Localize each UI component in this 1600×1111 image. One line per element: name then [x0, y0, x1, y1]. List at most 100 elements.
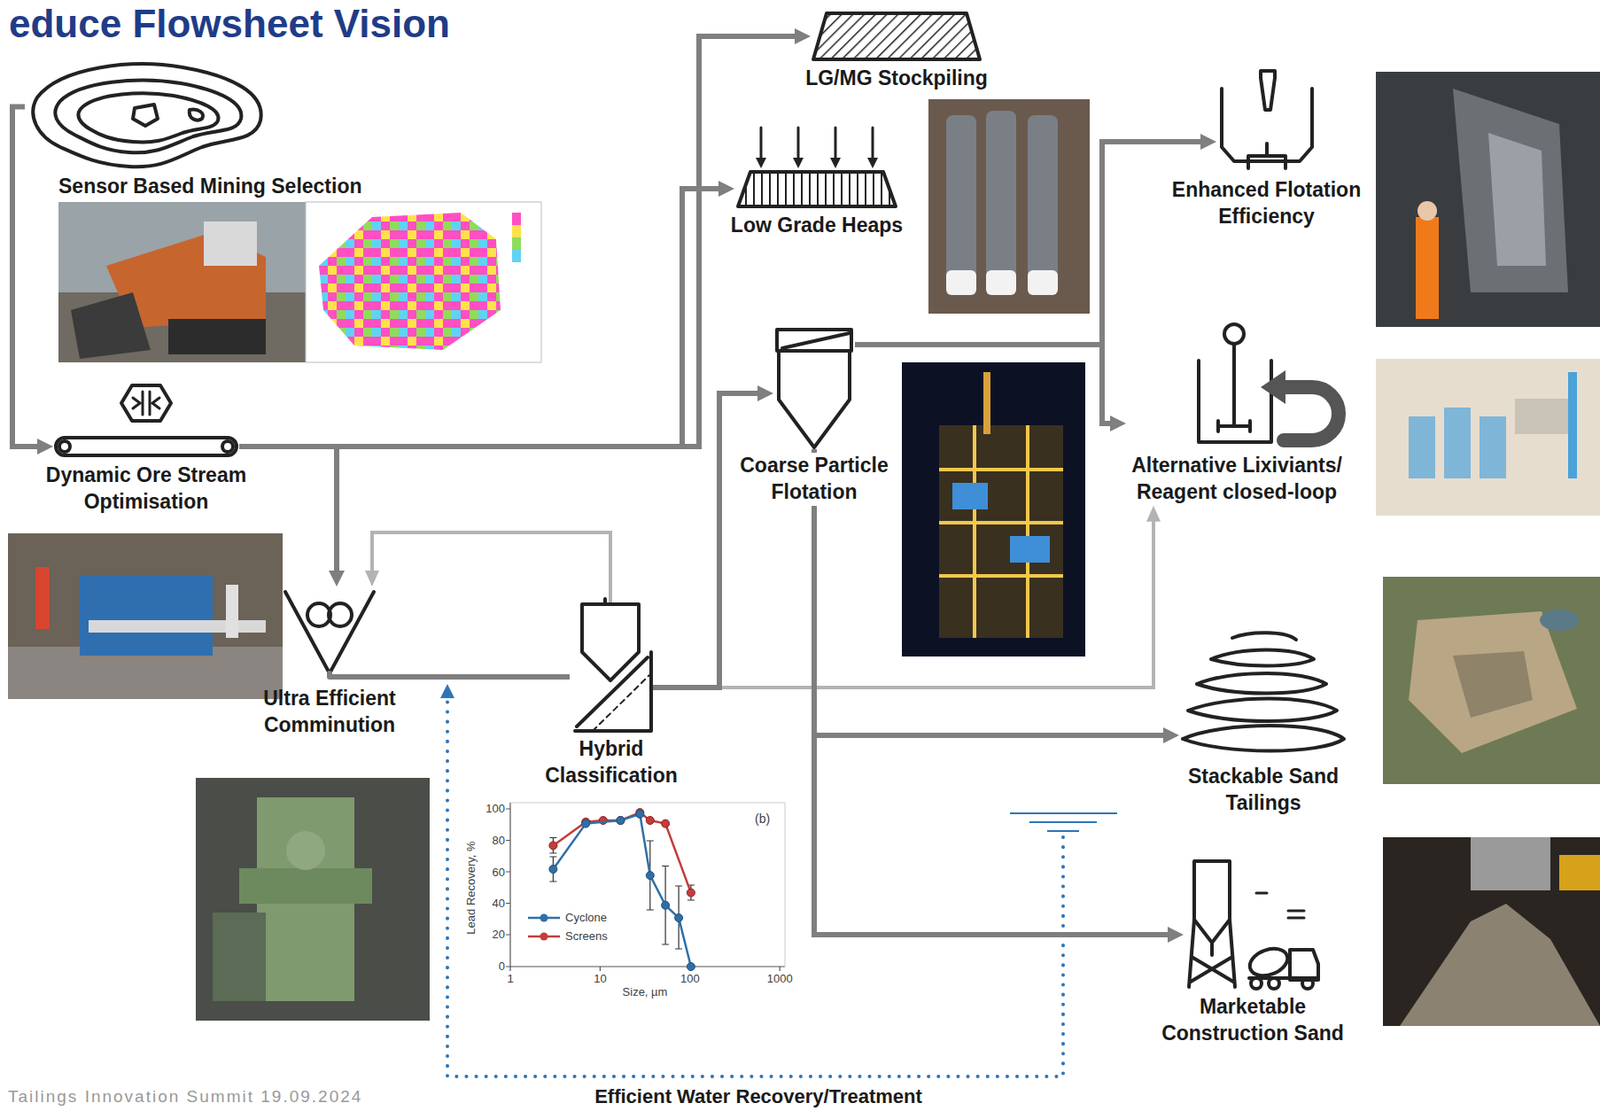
process-node: Low Grade Heaps: [734, 127, 900, 210]
node-icon: [761, 127, 873, 162]
reagent-plant-render: [1444, 407, 1471, 479]
column-photo: [928, 99, 1090, 314]
recovery-chart: [616, 816, 625, 825]
node-label: Alternative Lixiviants/ Reagent closed-l…: [1126, 452, 1348, 506]
flow-connector: [239, 28, 811, 447]
chart-label: (b): [754, 811, 782, 826]
node-icon: [1260, 70, 1275, 110]
cpf-plant-photo: [983, 372, 991, 435]
process-node: Alternative Lixiviants/ Reagent closed-l…: [1126, 321, 1348, 506]
recovery-chart: [549, 838, 695, 901]
node-icon: [1182, 632, 1344, 751]
node-icon: [737, 171, 896, 207]
node-label: Stackable Sand Tailings: [1174, 763, 1352, 817]
chart-label: 20: [478, 927, 505, 942]
node-icon: [55, 385, 237, 456]
node-icon: [734, 127, 900, 210]
connector-line: [652, 393, 760, 688]
flotation-cell-photo: [1488, 132, 1546, 266]
recovery-chart: [549, 841, 558, 850]
node-icon: [285, 591, 378, 677]
recovery-chart: [540, 914, 549, 923]
node-icon: [1183, 857, 1322, 991]
connector-line: [854, 141, 1203, 345]
process-node: LG/MG Stockpiling: [810, 10, 983, 63]
node-icon: [1194, 861, 1230, 943]
connector-line: [377, 674, 570, 680]
connector-line: [652, 520, 1154, 688]
node-icon: [281, 586, 378, 683]
flotation-cell-photo: [1452, 88, 1569, 293]
node-icon: [1260, 370, 1286, 404]
mining-photo: [70, 292, 151, 359]
sorter-photo: [7, 533, 283, 700]
grade-map: [305, 201, 542, 363]
mill-photo: [195, 777, 430, 1021]
node-icon: [574, 652, 652, 731]
node-icon: [569, 602, 653, 733]
water-symbol: [1009, 813, 1118, 832]
reagent-plant-render: [1408, 416, 1436, 479]
node-icon: [32, 63, 261, 167]
recovery-chart: [549, 808, 696, 898]
flow-connector: [239, 180, 735, 447]
reagent-plant-render: [1479, 416, 1507, 479]
tailings-aerial-photo: [1452, 651, 1533, 718]
arrow-head: [1146, 505, 1161, 522]
node-icon: [53, 382, 240, 459]
chart-label: 100: [672, 971, 708, 987]
node-icon: [1256, 893, 1305, 918]
node-icon: [55, 437, 237, 456]
flow-connector: [12, 107, 54, 456]
node-icon: [1179, 627, 1348, 761]
node-label: Ultra Efficient Comminution: [248, 685, 412, 739]
recovery-chart: [552, 812, 692, 894]
sand-photo: [1559, 854, 1600, 891]
node-icon: [592, 675, 650, 731]
flotation-cell-photo: [1415, 217, 1439, 319]
chart-label: 10: [582, 971, 618, 987]
chart-label: 1000: [761, 971, 798, 987]
flow-connector: [239, 446, 345, 587]
recovery-chart: [636, 809, 645, 818]
node-icon: [582, 604, 639, 681]
node-icon: [1188, 699, 1337, 723]
connector-line: [239, 36, 797, 447]
chart-label: 40: [478, 896, 505, 911]
node-icon: [328, 603, 352, 627]
loop-label: Efficient Water Recovery/Treatment: [531, 1085, 986, 1108]
sorter-photo: [88, 620, 266, 633]
reagent-plant-render: [1514, 398, 1569, 435]
reagent-plant-render: [1375, 358, 1600, 516]
arrow-head: [718, 180, 735, 197]
mill-photo: [195, 777, 430, 1021]
node-icon: [830, 157, 841, 169]
chart-label: 80: [478, 833, 505, 848]
recovery-chart: [549, 865, 558, 874]
reagent-plant-render: [1568, 372, 1577, 479]
node-icon: [1246, 943, 1292, 980]
sorter-photo: [225, 584, 239, 638]
arrow-head: [37, 438, 54, 455]
node-icon: [1216, 69, 1317, 174]
flow-connector: [854, 344, 1127, 432]
grade-map: [512, 237, 521, 250]
legend-label: Screens: [565, 929, 608, 944]
arrow-head: [328, 570, 345, 587]
recovery-chart: [549, 809, 696, 971]
node-icon: [776, 329, 852, 351]
recovery-chart: [549, 840, 683, 949]
legend-label: Cyclone: [565, 910, 607, 925]
column-photo: [1027, 270, 1058, 296]
flow-connector: [377, 676, 570, 678]
recovery-chart: [505, 808, 780, 971]
node-icon: [1281, 387, 1339, 441]
grade-map: [305, 201, 542, 363]
column-photo: [986, 110, 1017, 293]
node-icon: [1224, 324, 1244, 344]
node-label: Marketable Construction Sand: [1150, 994, 1355, 1048]
water-return-line: [440, 683, 1064, 1077]
recovery-chart: [661, 819, 670, 828]
